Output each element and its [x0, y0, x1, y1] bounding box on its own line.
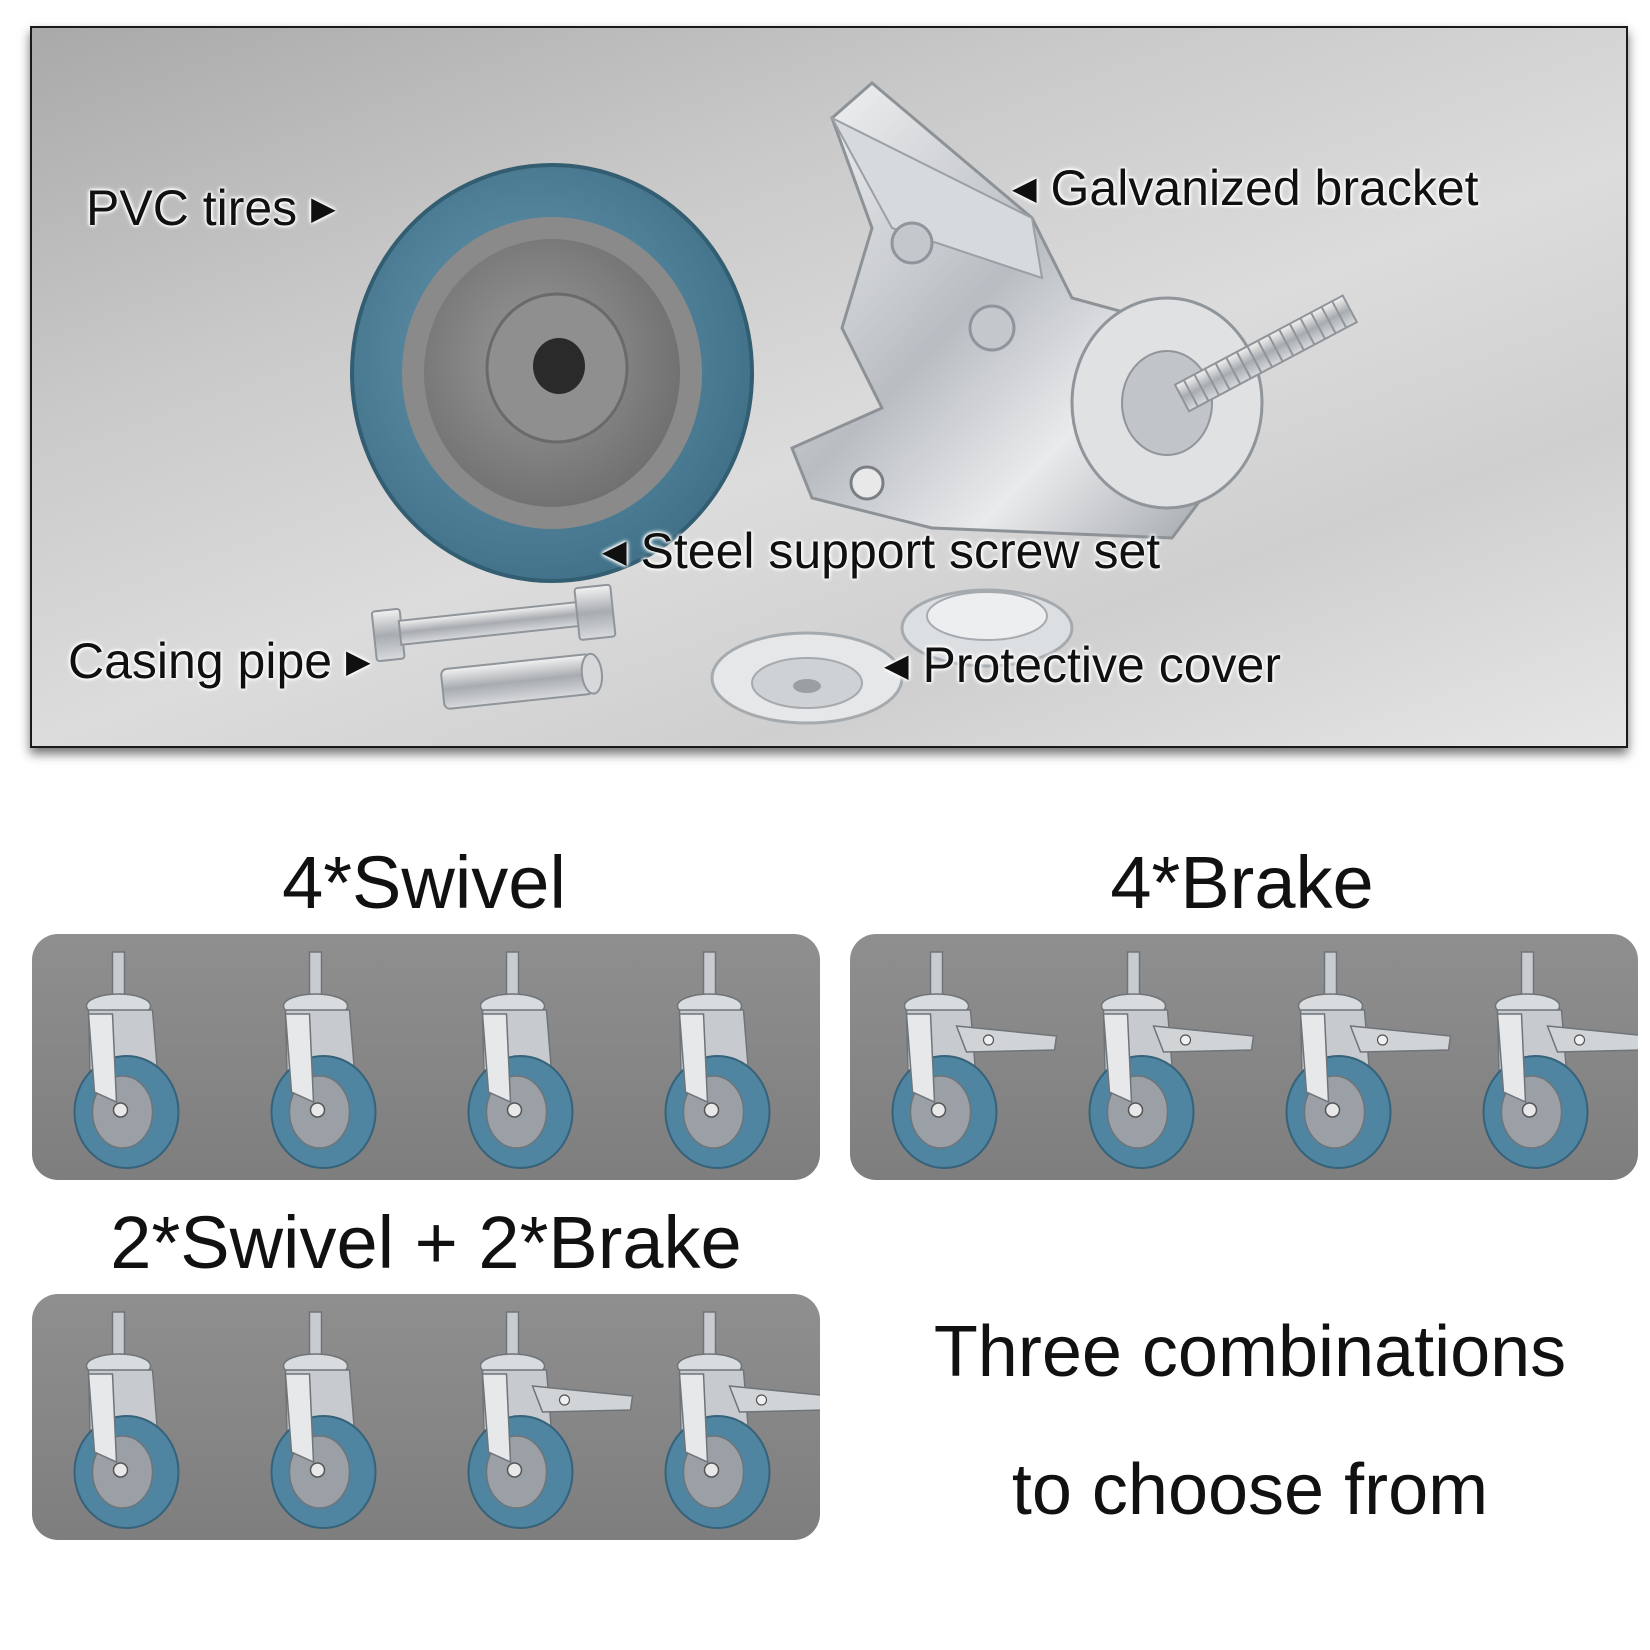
- protective-cover-illustration: [710, 588, 1074, 725]
- callout-steel-screw-set-label: Steel support screw set: [640, 523, 1161, 579]
- galvanized-bracket-illustration: [790, 81, 1359, 540]
- casing-pipe-illustration: [440, 652, 604, 710]
- callout-protective-cover-label: Protective cover: [922, 637, 1281, 693]
- casters-4-brake: [891, 951, 1638, 1169]
- callout-casing-pipe: Casing pipe ▶: [68, 636, 371, 686]
- parts-illustration: [350, 81, 1359, 725]
- brake-caster-icon: [1285, 951, 1452, 1169]
- callout-pvc-tires-label: PVC tires: [86, 180, 298, 236]
- panel-4-brake: [850, 934, 1638, 1180]
- swivel-caster-icon: [73, 1311, 180, 1529]
- steel-screw-illustration: [370, 583, 617, 663]
- group-title-mixed: 2*Swivel + 2*Brake: [110, 1201, 742, 1284]
- callout-steel-screw-set: ◀ Steel support screw set: [602, 526, 1160, 576]
- pvc-tire-illustration: [350, 163, 754, 583]
- parts-photo: PVC tires ▶ ◀ Galvanized bracket ◀ Steel…: [32, 28, 1626, 746]
- swivel-caster-icon: [664, 951, 771, 1169]
- brake-caster-icon: [891, 951, 1058, 1169]
- swivel-caster-icon: [270, 1311, 377, 1529]
- tagline-line-1: Three combinations: [933, 1312, 1567, 1392]
- swivel-caster-icon: [467, 951, 574, 1169]
- callout-pvc-tires: PVC tires ▶: [86, 183, 336, 233]
- arrow-left-icon: ◀: [884, 647, 909, 683]
- swivel-caster-icon: [73, 951, 180, 1169]
- callout-galvanized-bracket: ◀ Galvanized bracket: [1012, 163, 1479, 213]
- group-title-4-swivel: 4*Swivel: [282, 841, 566, 924]
- brake-caster-icon: [467, 1311, 634, 1529]
- arrow-right-icon: ▶: [345, 643, 371, 679]
- panel-mixed: [32, 1294, 820, 1540]
- tagline-line-2: to choose from: [1011, 1450, 1489, 1530]
- swivel-caster-icon: [270, 951, 377, 1169]
- callout-casing-pipe-label: Casing pipe: [68, 633, 333, 689]
- arrow-left-icon: ◀: [602, 533, 627, 569]
- arrow-right-icon: ▶: [311, 190, 336, 226]
- group-title-4-brake: 4*Brake: [1110, 841, 1374, 924]
- callout-galvanized-bracket-label: Galvanized bracket: [1050, 160, 1479, 216]
- panel-4-swivel: [32, 934, 820, 1180]
- casters-4-swivel: [73, 951, 771, 1169]
- callout-protective-cover: ◀ Protective cover: [884, 640, 1281, 690]
- brake-caster-icon: [664, 1311, 820, 1529]
- brake-caster-icon: [1088, 951, 1255, 1169]
- casters-mixed: [73, 1311, 820, 1529]
- arrow-left-icon: ◀: [1012, 170, 1037, 206]
- brake-caster-icon: [1482, 951, 1638, 1169]
